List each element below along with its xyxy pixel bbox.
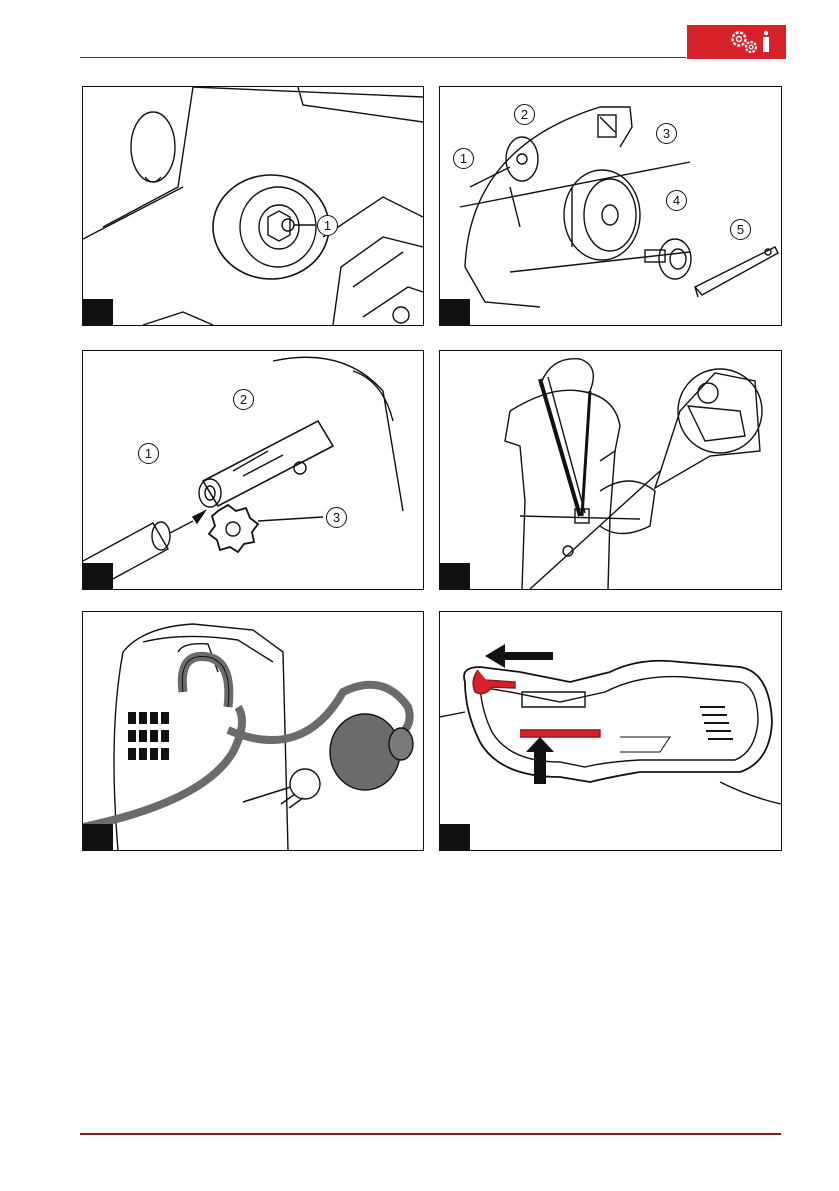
- figure-5-illustration: [83, 612, 423, 850]
- callout-4: 4: [666, 190, 687, 211]
- callout-5: 5: [730, 219, 751, 240]
- figure-number: [440, 299, 470, 325]
- callout-3: 3: [326, 507, 347, 528]
- callout-1: 1: [317, 215, 338, 236]
- figure-2-illustration: [440, 87, 781, 325]
- footer-rule: [80, 1133, 781, 1135]
- callout-1: 1: [138, 443, 159, 464]
- figure-number: [83, 299, 113, 325]
- vent-grille: [128, 712, 169, 760]
- figure-1-illustration: [83, 87, 423, 325]
- header-rule: [80, 57, 686, 58]
- gears-info-icon: [687, 25, 786, 59]
- figure-1-panel: 1: [82, 86, 424, 326]
- figure-4-panel: [439, 350, 782, 590]
- gears-info-badge: [687, 25, 786, 59]
- figure-5-panel: [82, 611, 424, 851]
- figure-number: [83, 824, 113, 850]
- callout-1: 1: [453, 148, 474, 169]
- figure-2-panel: 1 2 3 4 5: [439, 86, 782, 326]
- callout-2: 2: [514, 104, 535, 125]
- figure-number: [440, 563, 470, 589]
- figure-6-panel: [439, 611, 782, 851]
- callout-3: 3: [656, 123, 677, 144]
- callout-2: 2: [233, 389, 254, 410]
- figure-4-illustration: [440, 351, 781, 589]
- figure-3-illustration: [83, 351, 423, 589]
- figure-number: [83, 563, 113, 589]
- figure-number: [440, 824, 470, 850]
- figure-3-panel: 1 2 3: [82, 350, 424, 590]
- figure-6-illustration: [440, 612, 781, 850]
